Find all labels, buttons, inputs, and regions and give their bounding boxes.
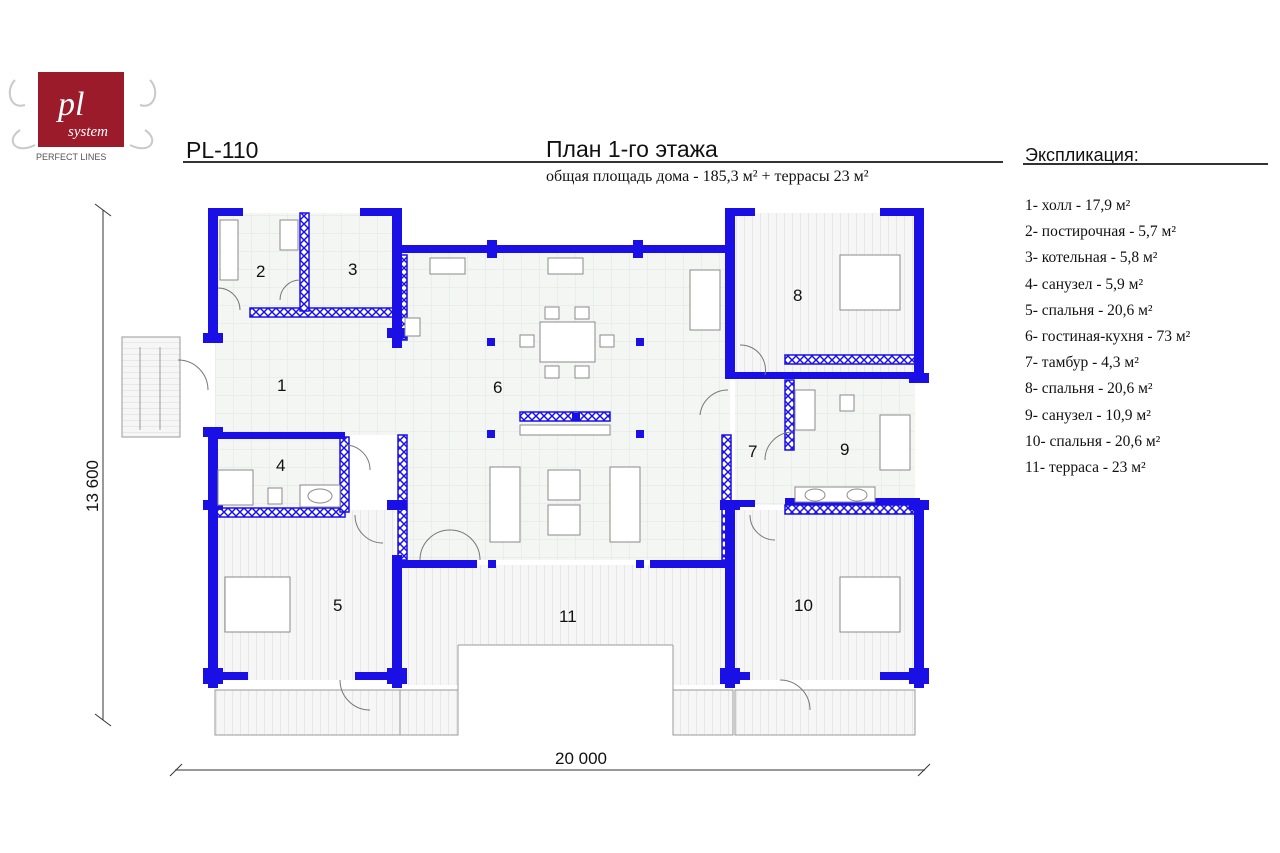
- walls: [203, 208, 929, 688]
- room-number: 8: [793, 286, 802, 305]
- legend-list: 1- холл - 17,9 м² 2- постирочная - 5,7 м…: [1025, 193, 1190, 481]
- legend-item: 7- тамбур - 4,3 м²: [1025, 354, 1139, 372]
- room-number: 7: [748, 442, 757, 461]
- legend-item: 2- постирочная - 5,7 м²: [1025, 223, 1176, 241]
- closet-walls: [214, 212, 916, 561]
- room-number: 1: [277, 376, 286, 395]
- doors: [177, 279, 811, 711]
- page-title: План 1-го этажа: [546, 136, 718, 162]
- furniture: [217, 219, 911, 633]
- room-number: 5: [333, 596, 342, 615]
- project-code: PL-110: [186, 137, 259, 163]
- header-divider: [183, 161, 1003, 163]
- area-summary: общая площадь дома - 185,3 м² + террасы …: [546, 168, 869, 185]
- legend-item: 11- терраса - 23 м²: [1025, 459, 1146, 477]
- room-number: 10: [794, 596, 813, 615]
- dimension-lines: [94, 203, 931, 777]
- room-number: 11: [559, 607, 577, 626]
- logo-monogram: pl: [56, 86, 84, 123]
- legend-item: 3- котельная - 5,8 м²: [1025, 249, 1158, 267]
- legend-item: 5- спальня - 20,6 м²: [1025, 301, 1153, 319]
- logo-word: system: [68, 124, 108, 140]
- room-number: 3: [348, 260, 357, 279]
- legend-item: 1- холл - 17,9 м²: [1025, 197, 1131, 214]
- depth-dimension: 13 600: [83, 460, 102, 512]
- room-number: 6: [493, 378, 502, 397]
- legend-title: Экспликация:: [1025, 145, 1139, 165]
- steps: [121, 336, 916, 736]
- logo-mark: [38, 72, 124, 147]
- legend-item: 9- санузел - 10,9 м²: [1025, 406, 1151, 424]
- logo: pl system PERFECT LINES: [0, 60, 165, 165]
- legend-item: 6- гостиная-кухня - 73 м²: [1025, 328, 1191, 346]
- legend-item: 4- санузел - 5,9 м²: [1025, 275, 1144, 293]
- room-numbers: 1 2 3 4 5 6 7 8 9 10 11: [256, 260, 849, 626]
- room-number: 4: [276, 456, 285, 475]
- legend-divider: [1023, 163, 1268, 165]
- logo-tagline: PERFECT LINES: [36, 152, 106, 162]
- width-dimension: 20 000: [555, 749, 607, 768]
- legend-item: 10- спальня - 20,6 м²: [1025, 432, 1161, 450]
- room-number: 2: [256, 262, 265, 281]
- room-number: 9: [840, 440, 849, 459]
- legend-item: 8- спальня - 20,6 м²: [1025, 380, 1153, 398]
